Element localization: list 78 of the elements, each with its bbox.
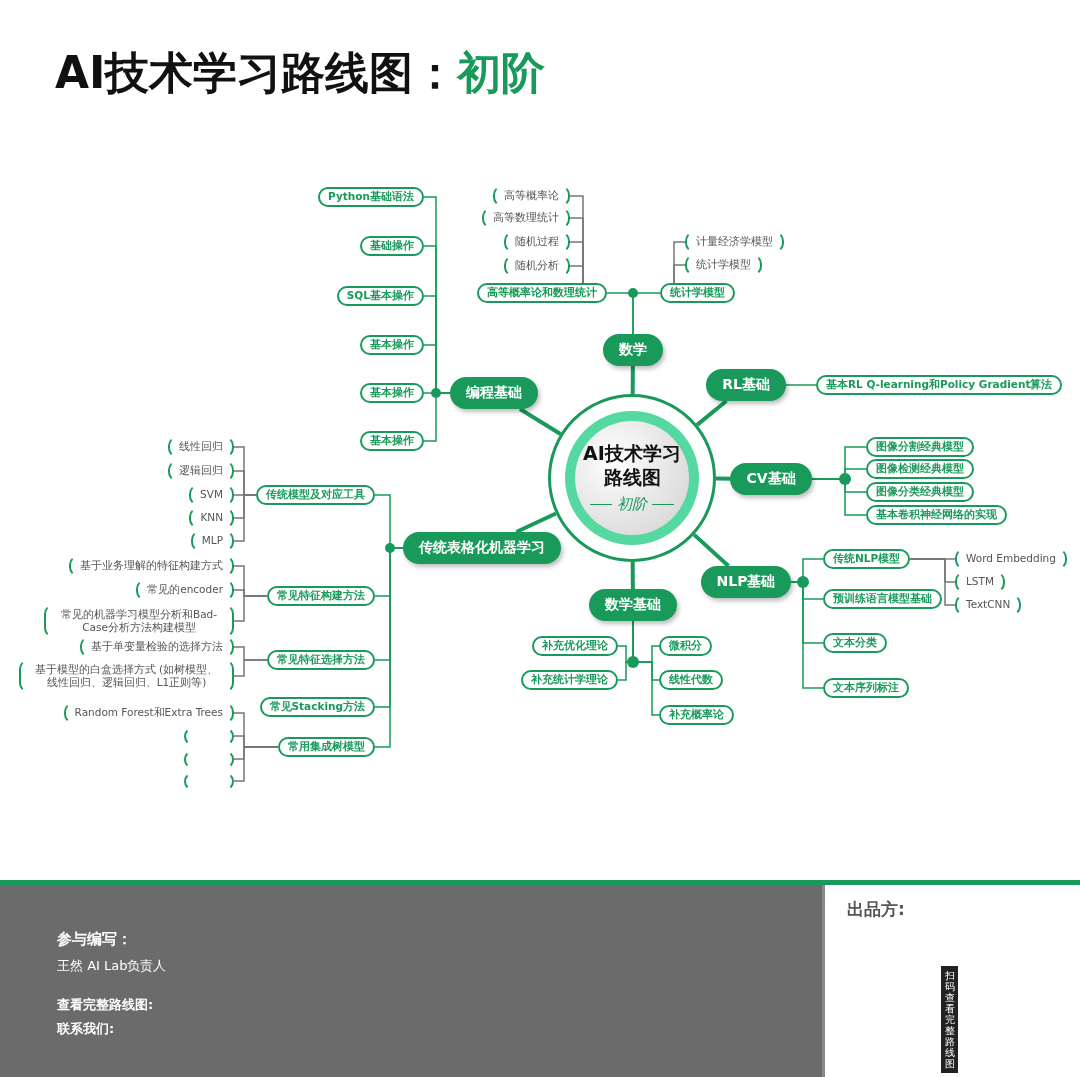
subtopic-pill: 传统NLP模型 — [823, 549, 911, 569]
connector — [695, 399, 728, 427]
item-pill: MLP — [190, 530, 234, 552]
credit-text: 王然 AI Lab负责人 — [57, 957, 167, 975]
subtopic-pill: 基本卷积神经网络的实现 — [866, 505, 1007, 525]
title-highlight: 初阶 — [457, 46, 546, 100]
connector — [515, 511, 557, 534]
subtopic-pill: 基础操作 — [360, 236, 424, 256]
item-pill: LSTM — [955, 571, 1005, 593]
item-pill: SVM — [189, 484, 234, 506]
subtopic-pill: 补充概率论 — [659, 705, 734, 725]
contact-label: 联系我们: — [57, 1020, 115, 1038]
item-pill: 基于业务理解的特征构建方式 — [69, 555, 234, 577]
connector — [233, 659, 268, 677]
subtopic-pill: 常见Stacking方法 — [259, 697, 375, 717]
item-pill: 计量经济学模型 — [685, 231, 784, 253]
topic-pill: 数学基础 — [589, 589, 677, 621]
item-pill: 线性回归 — [168, 436, 234, 458]
subtopic-pill: 补充统计学理论 — [521, 670, 618, 690]
topic-pill: NLP基础 — [700, 566, 792, 598]
item-pill: Random Forest和Extra Trees — [63, 702, 234, 724]
subtopic-pill: 图像分类经典模型 — [866, 482, 974, 502]
item-pill: Word Embedding — [955, 548, 1067, 570]
subtopic-pill: 文本序列标注 — [823, 678, 909, 698]
subtopic-pill: 常见特征选择方法 — [267, 650, 375, 670]
topic-pill: 数学 — [603, 334, 663, 366]
connector — [632, 292, 661, 335]
connector — [630, 562, 635, 589]
subtopic-pill: 图像检测经典模型 — [866, 459, 974, 479]
link-label: 查看完整路线图: — [57, 996, 154, 1014]
subtopic-pill: 预训练语言模型基础 — [823, 589, 942, 609]
connector — [790, 581, 824, 689]
subtopic-pill: 基本操作 — [360, 335, 424, 355]
connector — [569, 265, 584, 284]
item-pill: KNN — [189, 507, 234, 529]
item-pill: 常见的encoder — [136, 579, 234, 601]
connector — [785, 384, 817, 386]
connector — [715, 476, 731, 481]
item-pill: 随机过程 — [504, 231, 570, 253]
scan-label: 扫码查看完整路线图 — [941, 966, 958, 1073]
connector — [233, 595, 268, 622]
connector — [909, 558, 956, 606]
connector — [233, 746, 279, 782]
subtopic-pill: 补充优化理论 — [532, 636, 618, 656]
item-pill: 逻辑回归 — [168, 460, 234, 482]
subtopic-pill: 高等概率论和数理统计 — [477, 283, 607, 303]
subtopic-pill: SQL基本操作 — [336, 286, 424, 306]
subtopic-pill: 线性代数 — [659, 670, 723, 690]
hub-title: AI技术学习路线图 — [582, 441, 682, 490]
item-pill: 高等概率论 — [493, 185, 570, 207]
topic-pill: 编程基础 — [450, 377, 538, 409]
connector — [233, 494, 257, 542]
credit-heading: 参与编写： — [57, 930, 132, 949]
item-pill: 统计学模型 — [685, 254, 762, 276]
connector — [630, 365, 635, 394]
topic-pill: 传统表格化机器学习 — [403, 532, 561, 564]
hub-subtitle: 初阶 — [586, 495, 678, 515]
item-pill: 基于单变量检验的选择方法 — [80, 636, 234, 658]
connector — [518, 407, 562, 436]
producer-label: 出品方: — [847, 898, 905, 921]
subtopic-pill: 传统模型及对应工具 — [256, 485, 375, 505]
subtopic-pill: 基本操作 — [360, 383, 424, 403]
item-pill: 随机分析 — [504, 255, 570, 277]
subtopic-pill: 微积分 — [659, 636, 712, 656]
item-pill: 高等数理统计 — [482, 207, 570, 229]
subtopic-pill: 常见特征构建方法 — [267, 586, 375, 606]
subtopic-pill: 文本分类 — [823, 633, 887, 653]
topic-pill: RL基础 — [706, 369, 786, 401]
item-pill: TextCNN — [955, 594, 1022, 616]
connector — [673, 264, 686, 284]
subtopic-pill: 常用集成树模型 — [278, 737, 375, 757]
topic-pill: CV基础 — [730, 463, 812, 495]
subtopic-pill: Python基础语法 — [318, 187, 424, 207]
subtopic-pill: 统计学模型 — [660, 283, 735, 303]
connector — [692, 533, 730, 568]
subtopic-pill: 基本RL Q-learning和Policy Gradient算法 — [816, 375, 1063, 395]
subtopic-pill: 图像分割经典模型 — [866, 437, 974, 457]
subtopic-pill: 基本操作 — [360, 431, 424, 451]
